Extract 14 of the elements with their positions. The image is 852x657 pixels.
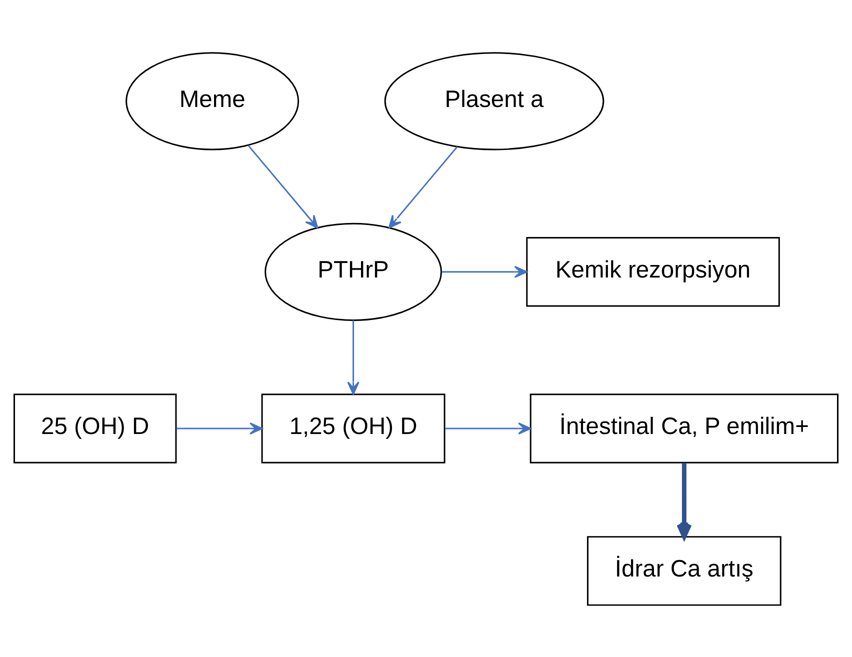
node-box: Kemik rezorpsiyon <box>526 236 780 306</box>
arrow <box>445 422 532 434</box>
node-ellipse: Meme <box>126 52 300 150</box>
arrow <box>442 265 528 278</box>
node-ellipse: PTHrP <box>264 222 442 320</box>
arrow <box>248 144 318 228</box>
arrow <box>347 320 360 394</box>
node-box: İdrar Ca artış <box>586 536 782 606</box>
node-box: 25 (OH) D <box>14 393 177 463</box>
node-ellipse: Plasent a <box>384 52 604 150</box>
arrow <box>388 146 458 228</box>
arrow <box>176 422 263 434</box>
node-box: 1,25 (OH) D <box>261 393 446 463</box>
node-box: İntestinal Ca, P emilim+ <box>530 393 838 463</box>
